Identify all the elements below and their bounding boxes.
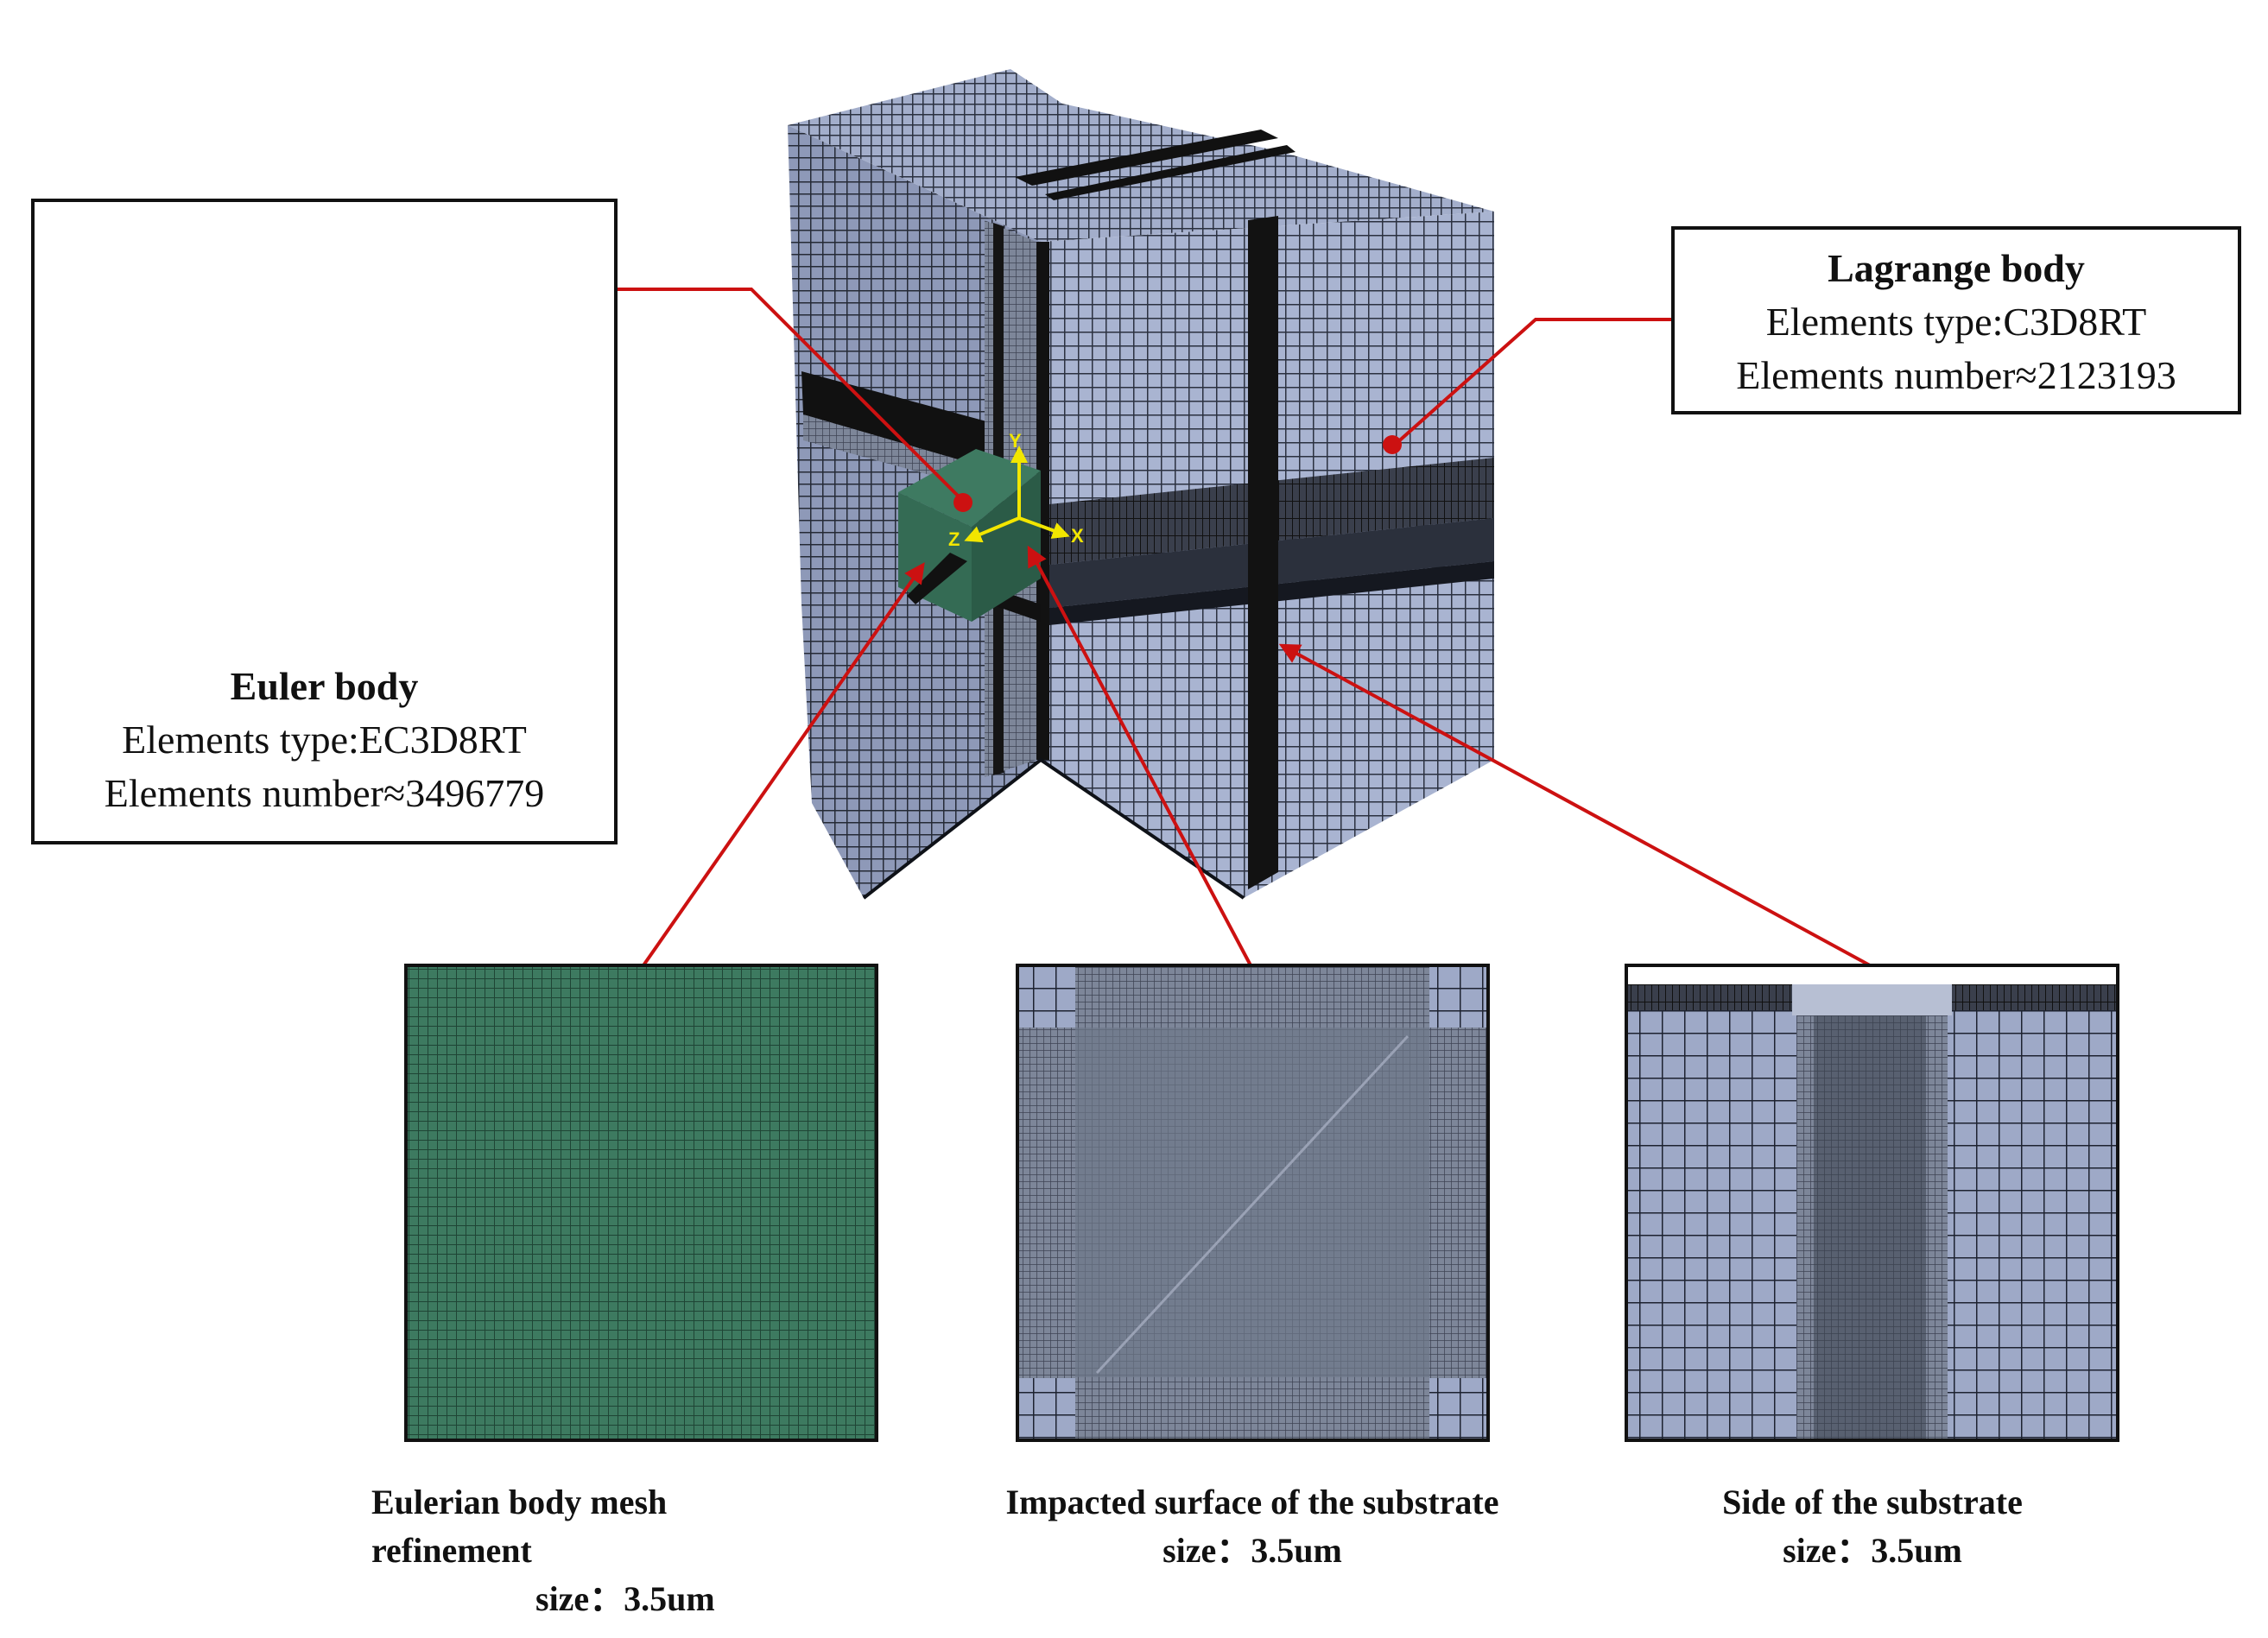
arrow-to-panel-2-source (1027, 545, 1252, 966)
axis-triad: Y X Z (948, 430, 1084, 550)
lagrange-body-title: Lagrange body (1828, 246, 2085, 290)
euler-body-title: Euler body (230, 664, 419, 708)
panel-3-caption-line1: Side of the substrate (1722, 1483, 2023, 1521)
lagrange-callout-dot (1383, 435, 1402, 454)
panel-2-caption-line1: Impacted surface of the substrate (1005, 1483, 1499, 1521)
euler-callout-line (618, 288, 965, 503)
arrow-to-panel-3-source (1278, 643, 1871, 967)
panel-3-caption: Side of the substrate size：3.5um (1613, 1478, 2132, 1575)
lagrange-body-box: Lagrange body Elements type:C3D8RT Eleme… (1671, 226, 2241, 414)
euler-callout-dot (953, 493, 972, 512)
lagrange-callout-line (1393, 318, 1671, 446)
euler-elements-number: Elements number≈3496779 (104, 771, 545, 815)
callout-lines (618, 288, 1871, 967)
euler-cube-right (972, 471, 1041, 622)
euler-body-box: Euler body Elements type:EC3D8RT Element… (31, 199, 618, 844)
axis-x-label: X (1071, 525, 1084, 547)
axis-z-label: Z (948, 528, 960, 550)
panel-1-caption: Eulerian body mesh refinement size：3.5um (371, 1478, 715, 1623)
panel-1-caption-line1: Eulerian body mesh (371, 1483, 668, 1521)
substrate-3d-model (788, 69, 1494, 900)
substrate-dark-column (1248, 216, 1278, 889)
panel-1-size: size：3.5um (535, 1579, 715, 1618)
lagrange-elements-type: Elements type:C3D8RT (1765, 300, 2147, 344)
lagrange-elements-number: Elements number≈2123193 (1736, 353, 2176, 397)
panel-2-size: size：3.5um (1163, 1531, 1342, 1570)
panel-impacted-surface (1016, 964, 1490, 1442)
panel-substrate-side (1625, 964, 2119, 1442)
panel-3-size: size：3.5um (1783, 1531, 1962, 1570)
euler-cube-front (898, 449, 1041, 527)
arrow-to-panel-1-source (642, 562, 925, 967)
panel-2-caption: Impacted surface of the substrate size：3… (967, 1478, 1537, 1575)
panel-1-caption-line2: refinement (371, 1531, 532, 1570)
panel-euler-mesh (404, 964, 878, 1442)
euler-elements-type: Elements type:EC3D8RT (122, 718, 527, 762)
axis-y-label: Y (1009, 430, 1022, 452)
